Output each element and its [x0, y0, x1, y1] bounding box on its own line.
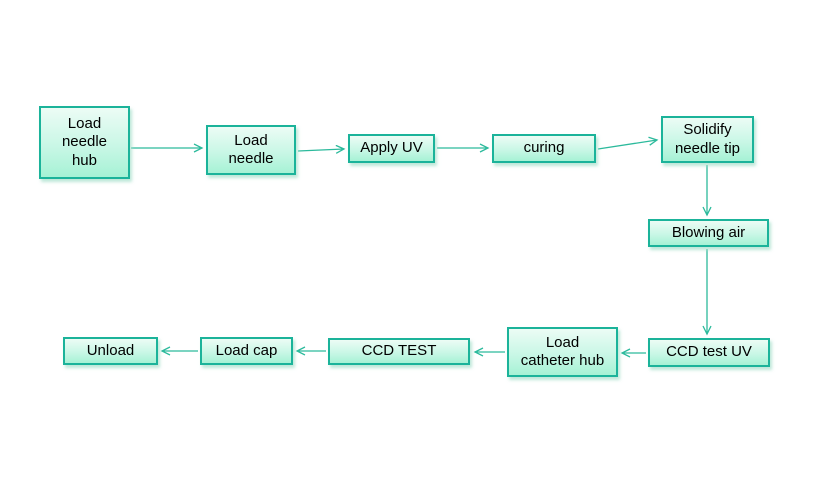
node-ccd-test[interactable]: CCD TEST [328, 338, 470, 365]
node-ccd-test-uv[interactable]: CCD test UV [648, 338, 770, 367]
node-load-needle-hub[interactable]: Load needle hub [39, 106, 130, 179]
connector-load-needle-to-apply-uv[interactable] [297, 149, 344, 151]
connector-curing-to-solidify-needle-tip[interactable] [597, 140, 657, 150]
node-load-catheter-hub[interactable]: Load catheter hub [507, 327, 618, 377]
node-solidify-needle-tip[interactable]: Solidify needle tip [661, 116, 754, 163]
node-load-cap[interactable]: Load cap [200, 337, 293, 365]
node-apply-uv[interactable]: Apply UV [348, 134, 435, 163]
node-load-needle[interactable]: Load needle [206, 125, 296, 175]
node-blowing-air[interactable]: Blowing air [648, 219, 769, 247]
node-unload[interactable]: Unload [63, 337, 158, 365]
node-curing[interactable]: curing [492, 134, 596, 163]
